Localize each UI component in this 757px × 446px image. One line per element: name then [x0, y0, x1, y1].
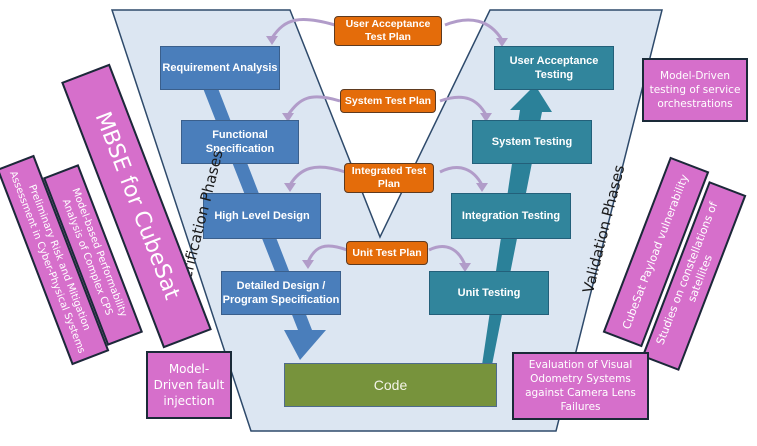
step-user-acceptance-testing: User Acceptance Testing	[494, 46, 614, 90]
arrowhead-icon	[480, 113, 492, 122]
test-plan-unit: Unit Test Plan	[346, 241, 428, 265]
arrowhead-icon	[282, 113, 294, 122]
step-detailed-design: Detailed Design / Program Specification	[221, 271, 341, 315]
step-requirement-analysis: Requirement Analysis	[160, 46, 280, 90]
test-plan-system: System Test Plan	[340, 89, 436, 113]
step-system-testing: System Testing	[472, 120, 592, 164]
connector-sys-right	[439, 95, 488, 116]
connector-int-right	[439, 166, 484, 186]
research-service-orchestrations: Model-Driven testing of service orchestr…	[642, 58, 748, 122]
connector-uat-left	[270, 17, 336, 39]
test-plan-user-acceptance: User Acceptance Test Plan	[334, 16, 442, 46]
arrowhead-icon	[459, 263, 471, 272]
connector-unit-right	[428, 245, 467, 266]
connector-sys-left	[286, 95, 341, 116]
arrowhead-icon	[302, 260, 314, 269]
step-integration-testing: Integration Testing	[451, 193, 571, 239]
arrowhead-icon	[496, 38, 508, 47]
research-fault-injection: Model-Driven fault injection	[146, 351, 232, 419]
test-plan-connectors	[270, 17, 504, 266]
connector-int-left	[288, 165, 346, 186]
connector-unit-left	[306, 244, 348, 263]
arrowhead-icon	[476, 183, 488, 192]
test-plan-integrated: Integrated Test Plan	[344, 163, 434, 193]
step-functional-specification: Functional Specification	[181, 120, 299, 164]
arrowhead-icon	[284, 183, 296, 192]
arrowhead-icon	[266, 36, 278, 45]
step-unit-testing: Unit Testing	[429, 271, 549, 315]
research-visual-odometry: Evaluation of Visual Odometry Systems ag…	[512, 352, 649, 420]
connector-uat-right	[444, 18, 504, 41]
step-high-level-design: High Level Design	[203, 193, 321, 239]
code-box: Code	[284, 363, 497, 407]
